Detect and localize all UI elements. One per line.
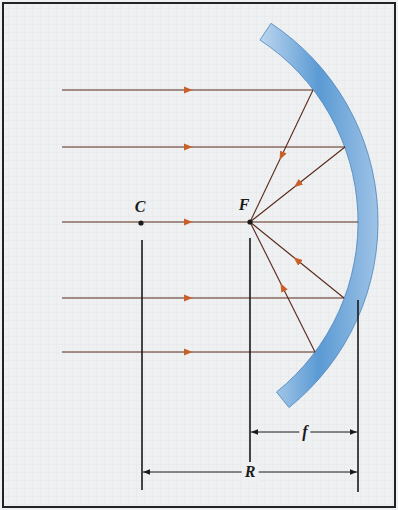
point-label: C <box>132 198 149 216</box>
concave-mirror <box>260 23 378 407</box>
frame <box>3 3 395 507</box>
grid-paper <box>4 4 394 506</box>
point-label: F <box>236 196 253 214</box>
reflected-rays <box>250 90 345 352</box>
dimension-label: R <box>242 463 259 481</box>
center-point <box>138 220 143 225</box>
focal-point <box>247 219 252 224</box>
incident-rays <box>62 90 358 352</box>
extension-lines <box>142 238 358 492</box>
dimension-label: f <box>299 423 310 441</box>
